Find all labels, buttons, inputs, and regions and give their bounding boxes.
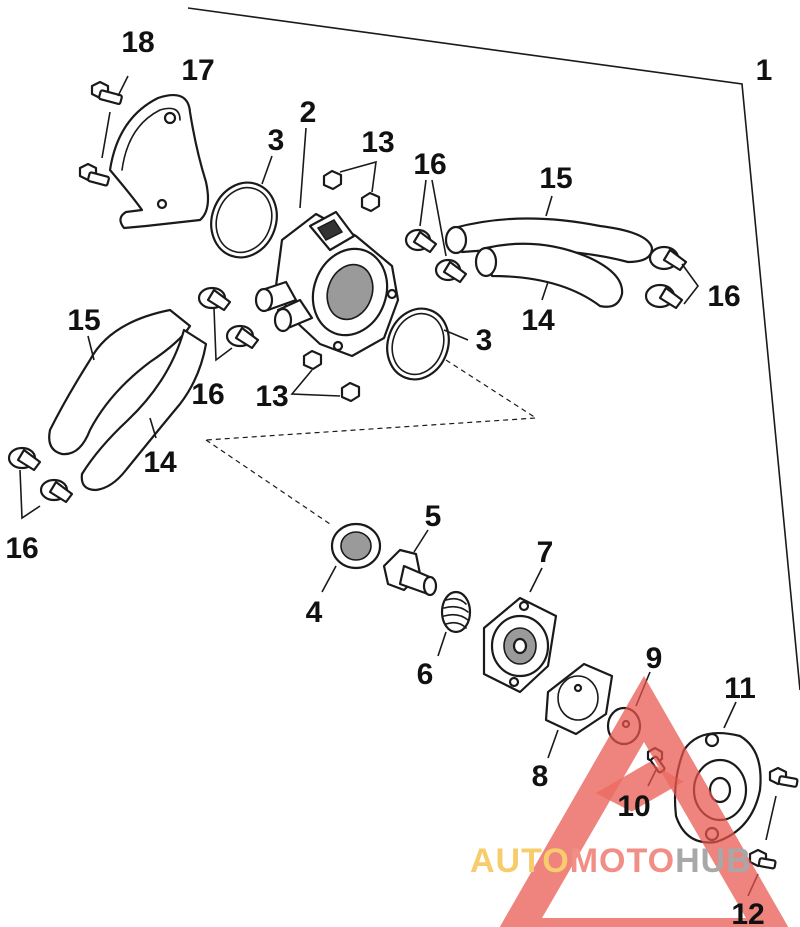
callout-13-upper: 13 [361,126,394,159]
gasket-8 [544,662,614,736]
leader-6 [437,631,447,657]
o-ring-3-lower [386,307,450,381]
callout-2: 2 [300,96,317,129]
bolt-12-upper [768,766,799,788]
clamp-16-left-mid-b [225,324,260,350]
clamp-16-far-left-a [7,446,42,472]
leader-13b [290,369,341,397]
thermostat-housing-2 [254,210,400,358]
clamp-16-right-b [644,283,684,310]
watermark-text-auto: AUTO [470,842,570,880]
cover-plate-7 [482,596,558,694]
bracket-17 [108,94,210,230]
leader-5 [413,529,429,553]
hose-14-upper [474,242,624,308]
callout-14-upper: 14 [521,304,555,337]
callout-8: 8 [532,760,549,793]
clamp-16-left-mid-a [197,286,232,312]
bolt-18-upper [90,80,123,106]
callout-9: 9 [646,642,663,675]
leader-4 [321,565,337,593]
callout-15-lower: 15 [67,304,100,337]
hose-15-upper [444,217,654,264]
callout-16-left-mid: 16 [191,378,224,411]
watermark-triangle [499,676,789,927]
svg-text:AUTOMOTOHUB: AUTOMOTOHUB [470,842,752,880]
callout-16-far-left: 16 [5,532,38,565]
callout-16-upper: 16 [413,148,446,181]
nut-13-a [322,169,343,191]
callout-5: 5 [425,500,442,533]
callout-17: 17 [181,54,214,87]
bolt-12-lower [748,848,777,870]
clamp-16-upper-a [404,228,438,254]
callout-4: 4 [306,596,323,629]
clamp-16-far-left-b [39,478,74,504]
watermark-text-moto: MOTO [570,842,675,880]
clamp-16-right-a [648,245,688,272]
leader-16b [681,263,700,305]
nut-13-c [302,349,323,371]
leader-14b [149,417,157,439]
leader-16c [213,307,233,362]
callout-7: 7 [537,536,554,569]
leader-18 [101,75,129,159]
callout-6: 6 [417,658,434,691]
leader-14a [541,281,549,301]
hose-14-left [80,328,208,492]
bolt-18-lower [78,162,110,187]
leader-3b [443,329,469,341]
nut-13-d [340,381,361,403]
callout-11: 11 [724,672,756,705]
alignment-line-b [205,439,331,525]
leader-15a [545,195,553,217]
thermostat-5 [382,548,438,597]
leader-8 [547,729,559,759]
alignment-line-a [205,359,538,441]
nut-13-b [360,191,381,213]
leader-16a [419,179,447,257]
leader-2 [299,127,307,209]
callout-15-upper: 15 [539,162,572,195]
clamp-16-upper-b [434,258,468,284]
callout-3-upper: 3 [268,124,285,157]
callout-13-lower: 13 [255,380,288,413]
callout-12: 12 [731,898,764,927]
o-ring-3-upper [210,181,278,259]
seal-4 [330,522,382,570]
watermark-logo: AUTOMOTOHUB [470,676,789,927]
watermark-text-hub: HUB [675,842,752,880]
callout-3-lower: 3 [476,324,493,357]
callout-16-right: 16 [707,280,740,313]
assembly-bracket-line [187,7,800,691]
spring-6 [440,590,472,634]
leader-11 [723,701,737,729]
leader-15b [87,335,95,361]
leader-16d [19,469,41,520]
leader-3a [261,155,273,185]
callout-14-lower: 14 [143,446,177,479]
callout-1: 1 [756,54,773,87]
leader-7 [529,567,543,593]
callout-10: 10 [617,790,650,823]
callout-18: 18 [121,26,154,59]
leader-13a [339,160,377,193]
